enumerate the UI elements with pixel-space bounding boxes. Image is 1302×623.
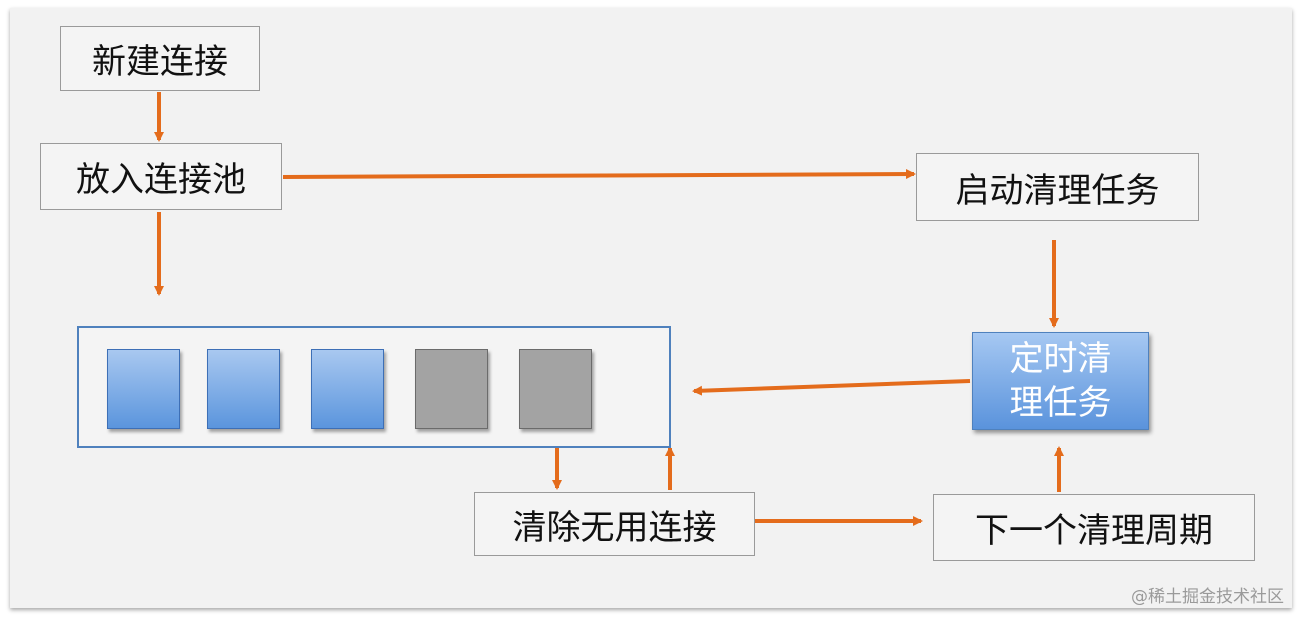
put-in-pool-node: 放入连接池 bbox=[40, 143, 282, 210]
pool-connection-active bbox=[107, 349, 180, 429]
remove-useless-connections-node: 清除无用连接 bbox=[474, 492, 755, 556]
arrow-pool-to-start-cleanup bbox=[282, 169, 916, 180]
new-connection-node: 新建连接 bbox=[60, 26, 260, 91]
pool-connection-idle bbox=[415, 349, 488, 429]
timed-cleanup-task-node: 定时清 理任务 bbox=[972, 332, 1149, 430]
next-cleanup-cycle-node: 下一个清理周期 bbox=[933, 494, 1255, 561]
timed-cleanup-task-line1: 定时清 bbox=[1009, 339, 1112, 379]
pool-connection-active bbox=[207, 349, 280, 429]
start-cleanup-task-node: 启动清理任务 bbox=[916, 153, 1199, 221]
timed-cleanup-task-line2: 理任务 bbox=[1009, 383, 1112, 423]
pool-connection-active bbox=[311, 349, 384, 429]
watermark: @稀土掘金技术社区 bbox=[1131, 587, 1284, 607]
arrow-timer-to-pool bbox=[692, 379, 971, 396]
pool-connection-idle bbox=[519, 349, 592, 429]
connection-pool bbox=[77, 326, 671, 448]
